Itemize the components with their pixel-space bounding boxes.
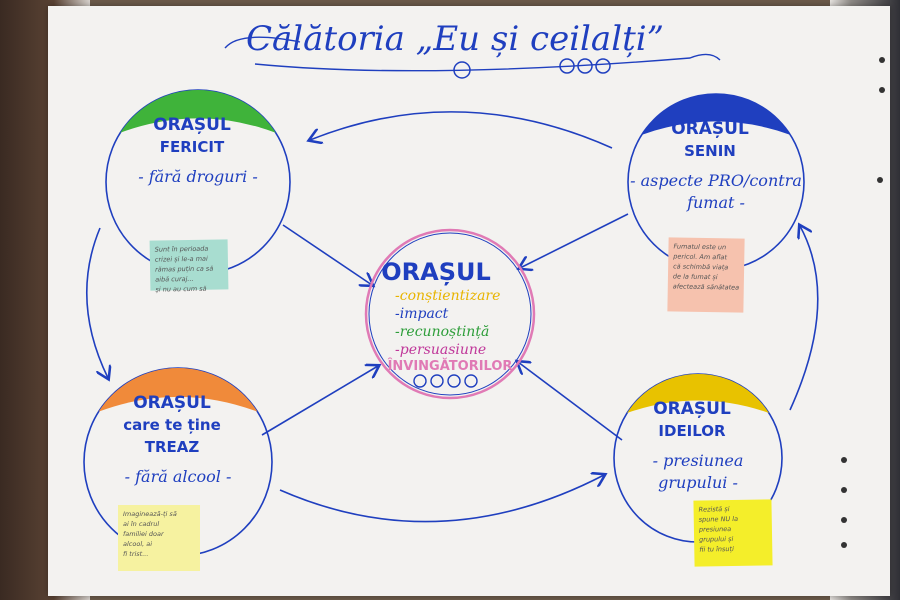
title-flourish [224,36,721,72]
sticky-note-line: pericol. Am aflat [672,252,727,261]
sticky-note-line: afectează sănătatea [673,282,740,291]
arrow-treaz-to-center [261,366,378,436]
center-item: -persuasiune [395,342,486,358]
city-subtitle2: grupului - [658,473,738,492]
center-city: ORAȘUL -conștientizare -impact -recunoștin… [364,228,536,400]
sticky-note-line: familiei doar [123,530,165,538]
sticky-note-line: și nu au cum să [155,285,206,294]
city-line1: ORAȘUL [133,393,211,413]
sticky-note-line: că schimbă viața [673,262,728,271]
city-line2: SENIN [684,142,736,160]
city-cap-color [627,374,769,413]
sticky-note-paper [149,239,229,291]
city-senin: ORAȘUL SENIN - aspecte PRO/contra fumat - Fu… [627,93,805,313]
flow-arrows [85,111,819,523]
sticky-note-line: alcool, ai [123,540,152,548]
sticky-note-line: crizei și le-a mai [155,255,208,264]
title-block: Călătoria „Eu și ceilalți” [224,19,721,79]
center-item: -conștientizare [395,288,500,304]
arrow-ideilor-to-senin [789,226,819,411]
city-line1: ORAȘUL [153,115,231,135]
binder-holes [841,57,885,548]
sticky-note-line: rămas puțin ca să [155,265,213,274]
city-line1: ORAȘUL [653,399,731,419]
city-subtitle: - fără alcool - [125,467,232,486]
city-cap-color [641,94,791,135]
city-subtitle2: fumat - [686,193,745,212]
sticky-note-line: Sunt în perioada [155,245,209,254]
arrow-senin-to-center [520,213,629,268]
center-title: ORAȘUL [381,258,491,286]
city-ideilor: ORAȘUL IDEILOR - presiunea grupului - Rezist… [613,373,783,567]
city-line2: care te ține [123,416,221,434]
sticky-note: Imaginează-ți să ai în cadrul familiei doa… [118,505,200,571]
city-line1: ORAȘUL [671,119,749,139]
sticky-note-line: spune NU la [699,515,738,524]
sticky-note-line: ai în cadrul [123,520,159,528]
sticky-note-line: grupului și [699,535,733,544]
sticky-note-line: Fumatul este un [673,242,726,251]
sticky-note-paper [118,505,200,571]
center-item: -impact [395,306,449,322]
sticky-note-line: de la fumat și [673,272,718,281]
poster-title: Călătoria „Eu și ceilalți” [246,19,664,59]
sticky-note-line: aibă curaj... [155,275,193,284]
arrow-senin-to-fericit [310,111,613,149]
sticky-note-line: fii tu însuți [699,545,734,554]
city-fericit: ORAȘUL FERICIT - fără droguri - Sunt în per… [105,89,291,294]
arrow-treaz-to-ideilor [279,475,604,523]
city-line3: TREAZ [145,438,200,456]
city-subtitle: - aspecte PRO/contra [630,171,802,190]
sticky-note-line: fi trist... [123,550,148,558]
sticky-note-paper [667,237,745,313]
center-item: -recunoștință [395,324,489,340]
smiley-icons-center [413,374,478,388]
city-subtitle: - fără droguri - [138,167,258,186]
arrow-ideilor-to-center [518,362,623,441]
center-subtitle: ÎNVINGĂTORILOR [388,358,513,374]
sticky-note-line: Rezistă și [699,505,730,514]
sticky-note-paper [693,499,773,567]
city-line2: FERICIT [160,138,225,156]
arrow-fericit-to-center [282,224,372,285]
smiley-icons [453,58,611,79]
sticky-note-line: presiunea [698,525,731,534]
city-cap-color [120,90,276,133]
city-subtitle: - presiunea [653,451,744,470]
city-line2: IDEILOR [658,422,726,440]
sticky-note-line: Imaginează-ți să [123,510,177,518]
arrow-fericit-to-treaz [85,227,108,378]
city-cap-color [98,368,258,412]
